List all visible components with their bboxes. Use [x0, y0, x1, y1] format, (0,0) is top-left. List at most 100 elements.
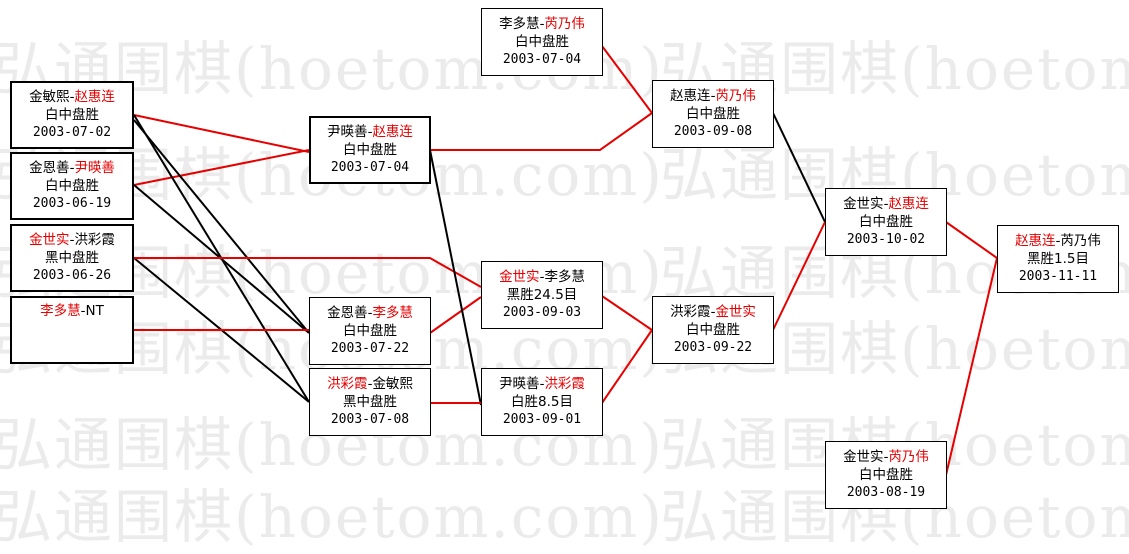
player-2: NT — [85, 303, 104, 319]
match-players: 金世实-芮乃伟 — [843, 449, 929, 465]
match-players: 洪彩霞-金敏熙 — [327, 376, 413, 392]
player-2: 李多慧 — [544, 269, 585, 285]
match-box-r5a: 金世实-赵惠连 白中盘胜 2003-10-02 — [825, 188, 947, 256]
player-1: 金世实 — [843, 196, 884, 212]
player-1: 金恩善 — [29, 160, 70, 176]
player-1: 赵惠连 — [1015, 233, 1056, 249]
connector-line — [134, 257, 482, 288]
player-2: 金世实 — [715, 304, 756, 320]
connector-line — [601, 329, 653, 404]
player-2: 赵惠连 — [888, 196, 929, 212]
match-result: 白中盘胜 — [686, 106, 740, 122]
player-1: 金恩善 — [327, 305, 368, 321]
match-players: 金敏熙-赵惠连 — [29, 89, 115, 105]
match-result: 白中盘胜 — [343, 323, 397, 339]
player-1: 赵惠连 — [670, 88, 711, 104]
connector-line — [601, 45, 653, 114]
match-result: 白中盘胜 — [45, 178, 99, 194]
player-1: 洪彩霞 — [327, 376, 368, 392]
match-players: 李多慧-NT — [40, 303, 104, 319]
match-result: 白中盘胜 — [686, 322, 740, 338]
connector-line — [601, 295, 653, 331]
match-date: 2003-06-19 — [32, 196, 112, 211]
match-date: 2003-08-19 — [846, 485, 926, 500]
match-result: 黑中盘胜 — [343, 394, 397, 410]
match-result: 白中盘胜 — [45, 107, 99, 123]
match-box-r5b: 金世实-芮乃伟 白中盘胜 2003-08-19 — [825, 441, 947, 509]
match-box-r3b: 金世实-李多慧 黑胜24.5目 2003-09-03 — [481, 261, 603, 329]
player-1: 金世实 — [29, 232, 70, 248]
player-2: 芮乃伟 — [544, 16, 585, 32]
player-2: 赵惠连 — [372, 124, 413, 140]
connector-line — [429, 149, 482, 406]
player-2: 芮乃伟 — [888, 449, 929, 465]
match-result: 白中盘胜 — [859, 214, 913, 230]
match-result: 黑胜1.5目 — [1027, 251, 1089, 267]
player-2: 尹暎善 — [74, 160, 115, 176]
match-result: 白胜8.5目 — [511, 394, 573, 410]
match-result: 白中盘胜 — [515, 34, 569, 50]
match-date: 2003-09-01 — [502, 412, 582, 427]
match-date: 2003-07-22 — [330, 341, 410, 356]
connector-line — [133, 119, 310, 334]
match-players: 李多慧-芮乃伟 — [499, 16, 585, 32]
match-result: 白中盘胜 — [859, 467, 913, 483]
player-2: 芮乃伟 — [715, 88, 756, 104]
match-box-r4a: 赵惠连-芮乃伟 白中盘胜 2003-09-08 — [652, 80, 774, 148]
match-players: 金世实-李多慧 — [499, 269, 585, 285]
connector-line — [772, 112, 826, 223]
match-result: 黑胜24.5目 — [506, 287, 578, 303]
player-1: 金敏熙 — [29, 89, 70, 105]
match-box-r1b: 金恩善-尹暎善 白中盘胜 2003-06-19 — [10, 152, 134, 220]
match-box-r2c: 洪彩霞-金敏熙 黑中盘胜 2003-07-08 — [309, 368, 431, 436]
match-box-r2b: 金恩善-李多慧 白中盘胜 2003-07-22 — [309, 297, 431, 365]
match-date: 2003-11-11 — [1018, 269, 1098, 284]
match-players: 金恩善-李多慧 — [327, 305, 413, 321]
player-1: 尹暎善 — [499, 376, 540, 392]
connector-line — [133, 114, 310, 153]
connector-line — [133, 149, 310, 186]
bracket-connectors — [133, 45, 998, 476]
match-box-r2a: 尹暎善-赵惠连 白中盘胜 2003-07-04 — [309, 116, 431, 184]
player-1: 金世实 — [843, 449, 884, 465]
match-players: 金恩善-尹暎善 — [29, 160, 115, 176]
player-1: 尹暎善 — [327, 124, 368, 140]
connector-line — [945, 257, 998, 476]
match-date: 2003-09-08 — [673, 124, 753, 139]
match-result: 黑中盘胜 — [45, 250, 99, 266]
match-date: 2003-06-26 — [32, 268, 112, 283]
match-box-final: 赵惠连-芮乃伟 黑胜1.5目 2003-11-11 — [997, 225, 1119, 293]
player-2: 赵惠连 — [74, 89, 115, 105]
match-players: 金世实-洪彩霞 — [29, 232, 115, 248]
player-1: 李多慧 — [40, 303, 81, 319]
match-box-r1c: 金世实-洪彩霞 黑中盘胜 2003-06-26 — [10, 224, 134, 292]
player-2: 洪彩霞 — [544, 376, 585, 392]
match-players: 尹暎善-洪彩霞 — [499, 376, 585, 392]
player-1: 李多慧 — [499, 16, 540, 32]
player-2: 李多慧 — [372, 305, 413, 321]
connector-line — [945, 221, 998, 259]
match-players: 金世实-赵惠连 — [843, 196, 929, 212]
match-players: 赵惠连-芮乃伟 — [670, 88, 756, 104]
match-players: 赵惠连-芮乃伟 — [1015, 233, 1101, 249]
match-box-r3a: 李多慧-芮乃伟 白中盘胜 2003-07-04 — [481, 8, 603, 76]
connector-line — [430, 112, 653, 151]
player-2: 洪彩霞 — [74, 232, 115, 248]
match-box-r1d: 李多慧-NT — [10, 296, 134, 364]
connector-line — [772, 221, 826, 331]
player-1: 金世实 — [499, 269, 540, 285]
match-players: 洪彩霞-金世实 — [670, 304, 756, 320]
match-result: 白中盘胜 — [343, 142, 397, 158]
match-date: 2003-07-02 — [32, 125, 112, 140]
match-box-r3c: 尹暎善-洪彩霞 白胜8.5目 2003-09-01 — [481, 368, 603, 436]
match-date: 2003-10-02 — [846, 232, 926, 247]
match-date: 2003-09-03 — [502, 305, 582, 320]
player-2: 金敏熙 — [372, 376, 413, 392]
match-box-r4b: 洪彩霞-金世实 白中盘胜 2003-09-22 — [652, 296, 774, 364]
player-2: 芮乃伟 — [1060, 233, 1101, 249]
match-players: 尹暎善-赵惠连 — [327, 124, 413, 140]
match-date: 2003-07-08 — [330, 412, 410, 427]
player-1: 洪彩霞 — [670, 304, 711, 320]
connector-line — [429, 296, 482, 334]
match-date: 2003-07-04 — [502, 52, 582, 67]
